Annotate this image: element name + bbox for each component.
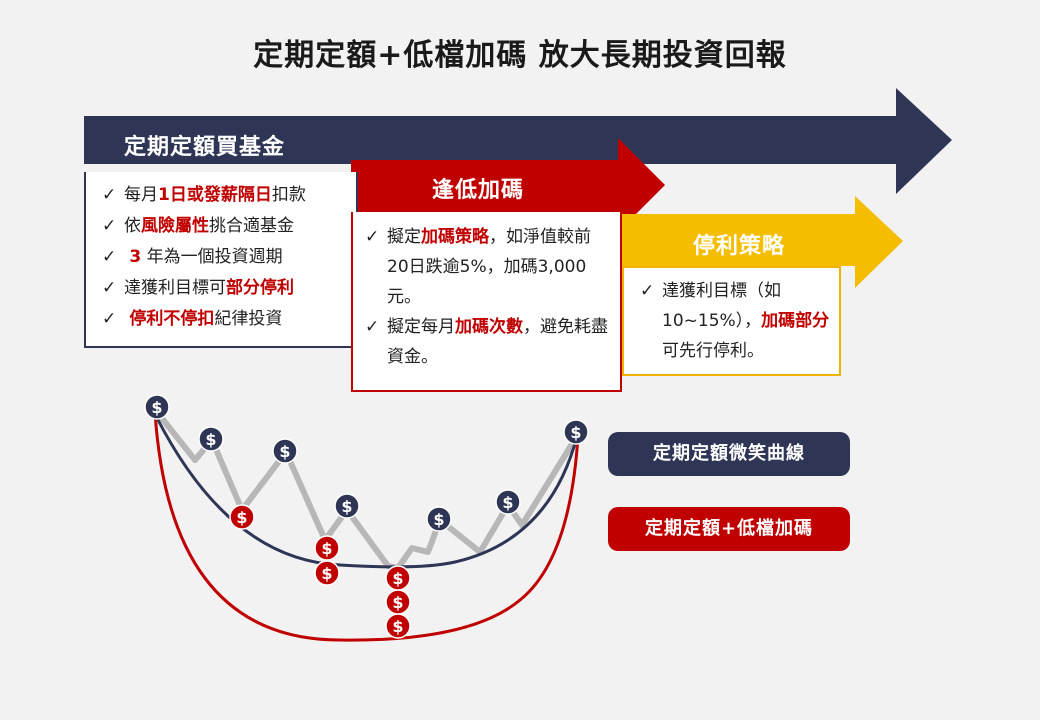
arrow-label-dca: 定期定額買基金 bbox=[124, 135, 286, 160]
list-item: ✓擬定加碼策略，如淨值較前20日跌逾5%，加碼3,000元。 bbox=[365, 222, 612, 312]
check-icon: ✓ bbox=[102, 247, 117, 267]
navy-dollar-coin-icon: $ bbox=[144, 394, 170, 420]
svg-text:$: $ bbox=[392, 593, 403, 612]
check-icon: ✓ bbox=[102, 278, 117, 298]
svg-text:$: $ bbox=[205, 430, 216, 449]
svg-text:$: $ bbox=[341, 497, 352, 516]
navy-arrow bbox=[84, 88, 952, 194]
red-dollar-coin-icon: $ bbox=[314, 535, 340, 561]
yellow-arrow bbox=[622, 196, 903, 288]
svg-text:$: $ bbox=[279, 442, 290, 461]
list-item: ✓達獲利目標（如10~15%），加碼部分可先行停利。 bbox=[640, 276, 833, 366]
list-item: ✓每月1日或發薪隔日扣款 bbox=[102, 180, 356, 211]
red-dollar-coin-icon: $ bbox=[385, 565, 411, 591]
list-item: ✓擬定每月加碼次數，避免耗盡資金。 bbox=[365, 312, 612, 372]
list-item: ✓ 停利不停扣紀律投資 bbox=[102, 304, 356, 335]
svg-text:$: $ bbox=[570, 423, 581, 442]
red-dollar-coin-icon: $ bbox=[385, 613, 411, 639]
red-arrow bbox=[351, 138, 665, 232]
svg-text:$: $ bbox=[321, 564, 332, 583]
red-dollar-coin-icon: $ bbox=[385, 589, 411, 615]
arrow-banners bbox=[84, 88, 952, 288]
legend-add-on-curve: 定期定額+低檔加碼 bbox=[608, 507, 850, 551]
dca-rules-box: ✓每月1日或發薪隔日扣款 ✓依風險屬性挑合適基金 ✓ 3 年為一個投資週期 ✓達… bbox=[84, 172, 358, 348]
list-item: ✓ 3 年為一個投資週期 bbox=[102, 242, 356, 273]
svg-text:$: $ bbox=[392, 569, 403, 588]
red-dollar-coin-icon: $ bbox=[314, 560, 340, 586]
list-item: ✓依風險屬性挑合適基金 bbox=[102, 211, 356, 242]
check-icon: ✓ bbox=[365, 227, 380, 247]
check-icon: ✓ bbox=[640, 281, 655, 301]
navy-dollar-coin-icon: $ bbox=[426, 506, 452, 532]
svg-text:$: $ bbox=[321, 539, 332, 558]
red-dollar-coin-icon: $ bbox=[229, 504, 255, 530]
svg-text:$: $ bbox=[392, 617, 403, 636]
arrow-label-add-on-dips: 逢低加碼 bbox=[432, 178, 525, 203]
arrow-label-take-profit: 停利策略 bbox=[693, 234, 786, 259]
svg-text:$: $ bbox=[433, 510, 444, 529]
add-on-smile-curve bbox=[153, 411, 580, 642]
navy-dollar-coin-icon: $ bbox=[272, 438, 298, 464]
check-icon: ✓ bbox=[102, 309, 117, 329]
svg-text:$: $ bbox=[151, 398, 162, 417]
svg-text:$: $ bbox=[236, 508, 247, 527]
check-icon: ✓ bbox=[102, 185, 117, 205]
legend-dca-smile-curve: 定期定額微笑曲線 bbox=[608, 432, 850, 476]
svg-text:$: $ bbox=[502, 493, 513, 512]
check-icon: ✓ bbox=[102, 216, 117, 236]
navy-dollar-coin-icon: $ bbox=[198, 426, 224, 452]
navy-dollar-coin-icon: $ bbox=[563, 419, 589, 445]
navy-dollar-coin-icon: $ bbox=[334, 493, 360, 519]
page-title: 定期定額+低檔加碼 放大長期投資回報 bbox=[253, 38, 787, 73]
list-item: ✓達獲利目標可部分停利 bbox=[102, 273, 356, 304]
take-profit-box: ✓達獲利目標（如10~15%），加碼部分可先行停利。 bbox=[622, 266, 841, 376]
navy-dollar-coin-icon: $ bbox=[495, 489, 521, 515]
add-on-rules-box: ✓擬定加碼策略，如淨值較前20日跌逾5%，加碼3,000元。 ✓擬定每月加碼次數… bbox=[351, 212, 622, 392]
check-icon: ✓ bbox=[365, 317, 380, 337]
